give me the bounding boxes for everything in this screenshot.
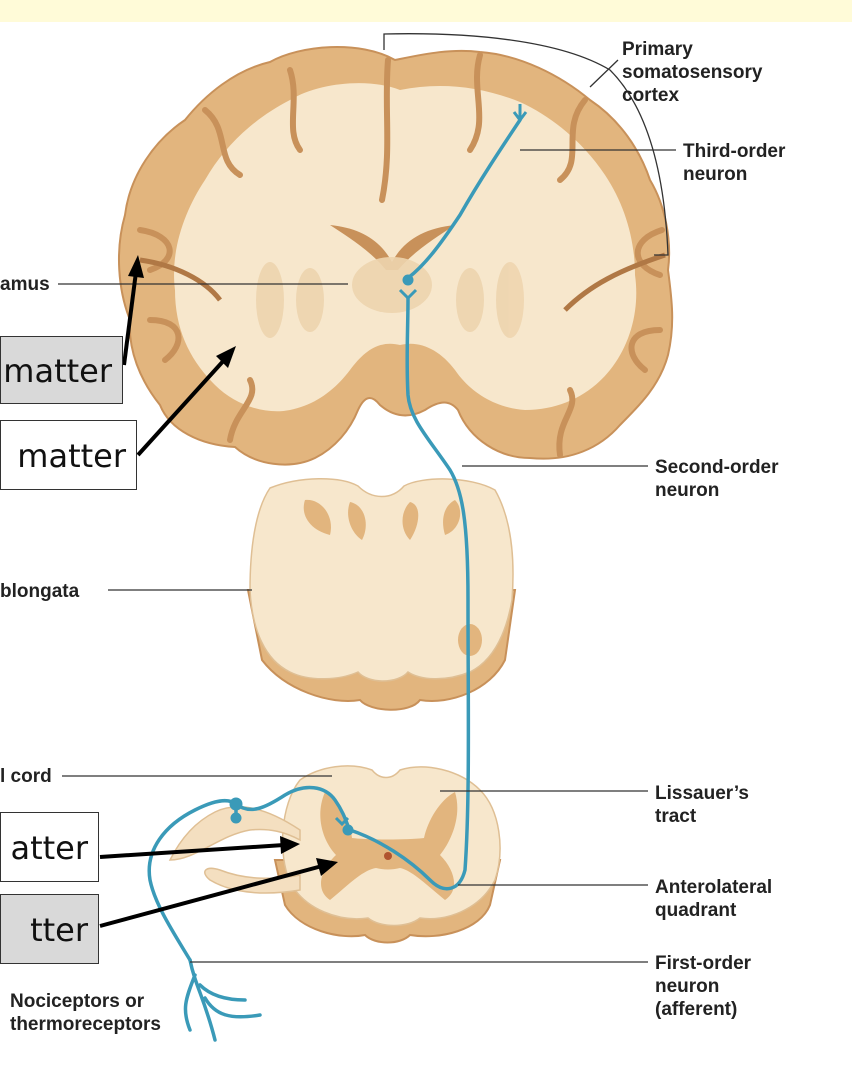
cortex-bracket xyxy=(383,33,669,256)
label-second-order-neuron: Second-order neuron xyxy=(655,457,779,501)
receptor-endings xyxy=(183,958,262,1042)
lateral-ventricles xyxy=(330,225,455,270)
second-order-neuron xyxy=(348,296,471,891)
spinal-cord-section xyxy=(168,765,502,944)
label-medulla-oblongata: blongata xyxy=(0,581,80,602)
neuron-pathway xyxy=(147,118,522,1042)
arrow-1-head xyxy=(128,255,144,278)
label-primary-somatosensory-cortex: Primary somatosensory cortex xyxy=(622,39,763,106)
label-thalamus: amus xyxy=(0,274,50,295)
arrow-4-shaft xyxy=(99,864,323,928)
arrow-1-shaft xyxy=(122,271,138,366)
label-lissauers-tract: Lissauer’s tract xyxy=(655,783,749,827)
arrow-2-head xyxy=(216,346,236,368)
leader-lines xyxy=(58,33,676,963)
arrow-2-shaft xyxy=(136,356,228,457)
top-banner xyxy=(0,0,852,22)
arrow-3-shaft xyxy=(99,843,285,859)
arrow-4-head xyxy=(316,858,338,876)
label-third-order-neuron: Third-order neuron xyxy=(683,141,786,185)
medulla-nuclei xyxy=(303,499,482,656)
central-canal xyxy=(384,852,392,860)
first-order-neuron-central xyxy=(234,785,350,828)
right-fissure xyxy=(563,252,666,312)
third-order-neuron xyxy=(406,118,522,280)
pointer-arrows xyxy=(99,255,338,928)
synapse-markers xyxy=(229,104,528,836)
label-spinal-cord: l cord xyxy=(0,766,52,787)
ventral-root xyxy=(204,867,301,894)
brain-section xyxy=(118,46,674,466)
label-first-order-neuron: First-order neuron (afferent) xyxy=(655,953,752,1020)
answer-box-2: matter xyxy=(0,420,137,490)
arrow-3-head xyxy=(280,836,300,854)
first-order-neuron-axon xyxy=(147,798,238,962)
brain-sulci xyxy=(137,52,665,458)
answer-box-4: tter xyxy=(0,894,99,964)
label-nociceptors: Nociceptors or thermoreceptors xyxy=(10,991,161,1035)
cortex-leader xyxy=(589,59,619,88)
answer-box-3: atter xyxy=(0,812,99,882)
label-anterolateral-quadrant: Anterolateral quadrant xyxy=(655,877,773,921)
answer-box-1: matter xyxy=(0,336,123,404)
medulla-section xyxy=(246,478,517,711)
left-fissure xyxy=(139,257,222,302)
